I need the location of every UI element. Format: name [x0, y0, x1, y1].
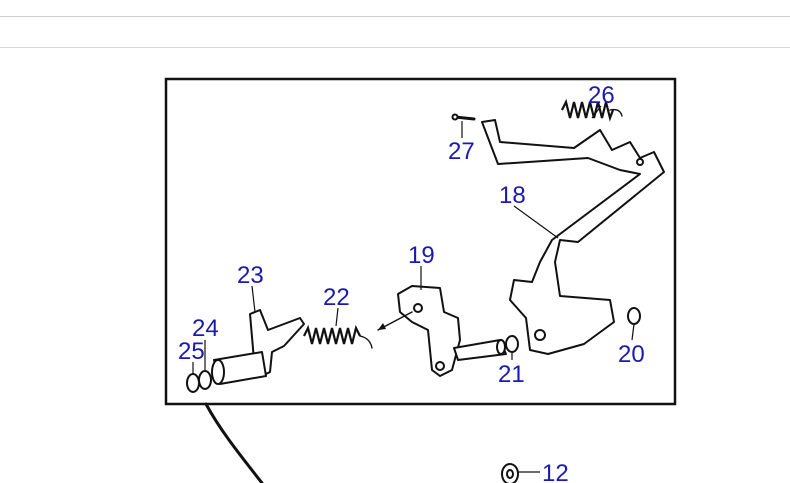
- callout-25: 25: [178, 338, 205, 365]
- callout-26: 26: [588, 82, 615, 109]
- callout-20: 20: [618, 341, 645, 368]
- callout-24: 24: [192, 315, 219, 342]
- top-divider: [0, 16, 790, 17]
- callout-21: 21: [498, 361, 525, 388]
- callout-22: 22: [323, 284, 350, 311]
- arrowhead: [378, 323, 386, 330]
- part-23-shaft-lever: [211, 309, 305, 385]
- header-divider: [0, 47, 790, 48]
- part-12-nut: [501, 463, 519, 483]
- part-20-washer: [627, 307, 641, 325]
- callout-19: 19: [408, 242, 435, 269]
- callout-12: 12: [542, 460, 569, 483]
- leader-23: [251, 285, 256, 313]
- callout-18: 18: [499, 182, 526, 209]
- leader-26: [591, 105, 602, 119]
- part-18-bracket: [481, 119, 665, 355]
- cable: [204, 402, 264, 483]
- part-25-washer: [186, 373, 200, 393]
- part-19-lever: [397, 285, 507, 377]
- callout-27: 27: [448, 138, 475, 165]
- leader-22: [335, 307, 339, 327]
- part-21-washer: [505, 335, 519, 353]
- detail-frame: [164, 77, 677, 406]
- part-22-spring: [303, 324, 373, 349]
- part-27-pin: [451, 113, 476, 121]
- part-24-washer: [198, 370, 212, 390]
- part-26-spring: [561, 98, 623, 122]
- callout-23: 23: [237, 262, 264, 289]
- leader-18: [513, 205, 559, 239]
- leader-20: [631, 323, 635, 341]
